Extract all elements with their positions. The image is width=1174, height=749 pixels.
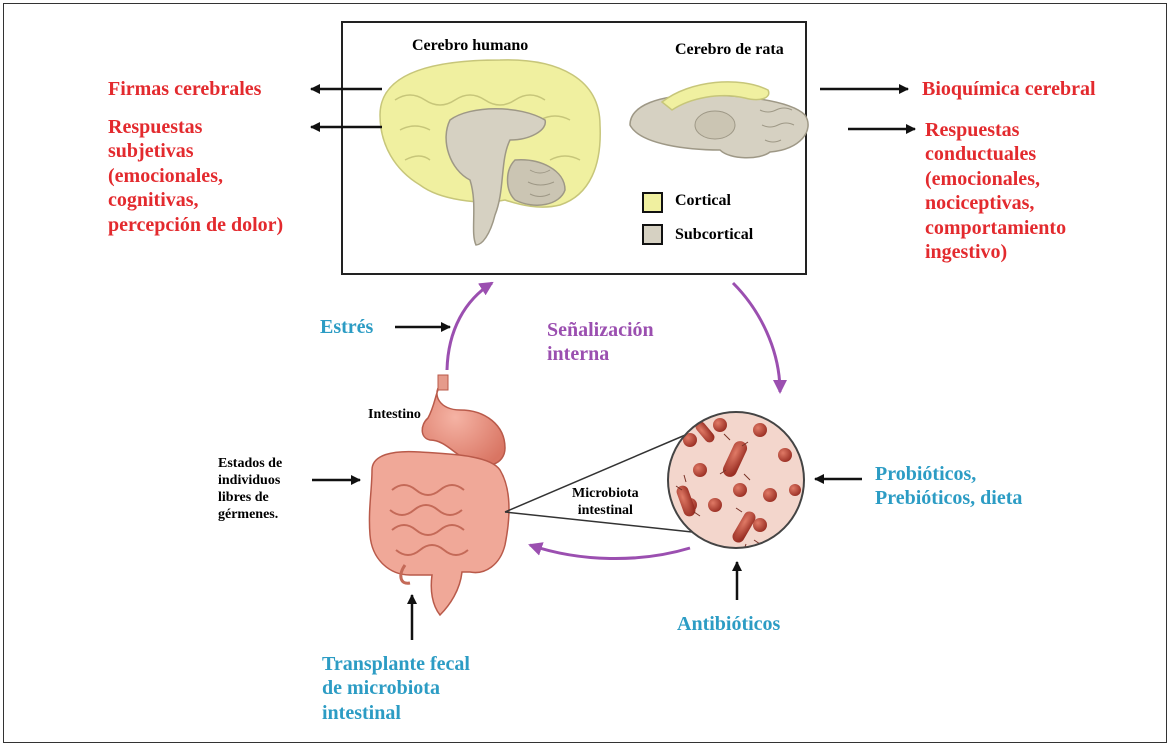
- human-brain-title: Cerebro humano: [412, 36, 528, 56]
- probioticos-line: Probióticos,: [875, 462, 1022, 486]
- microbiota-line: intestinal: [572, 502, 639, 519]
- respuestas-conductuales-line: nociceptivas,: [925, 191, 1066, 215]
- senalizacion-line: interna: [547, 342, 654, 366]
- transplante-line: Transplante fecal: [322, 652, 470, 676]
- estados-line: Estados de: [218, 455, 282, 472]
- intestino-label: Intestino: [368, 406, 421, 423]
- respuestas-subjetivas-line: cognitivas,: [108, 188, 283, 212]
- legend-cortical-label: Cortical: [675, 191, 731, 211]
- respuestas-subjetivas-line: subjetivas: [108, 139, 283, 163]
- respuestas-subjetivas-line: percepción de dolor): [108, 213, 283, 237]
- antibioticos-label: Antibióticos: [677, 612, 780, 636]
- transplante-line: de microbiota: [322, 676, 470, 700]
- estres-label: Estrés: [320, 315, 373, 339]
- respuestas-subjetivas-label: Respuestas subjetivas (emocionales, cogn…: [108, 115, 283, 237]
- legend-swatch-cortical: [643, 193, 662, 212]
- arrow-microbiota-to-gut: [530, 545, 690, 559]
- estados-line: gérmenes.: [218, 506, 282, 523]
- senalizacion-interna-label: Señalización interna: [547, 318, 654, 367]
- transplante-line: intestinal: [322, 701, 470, 725]
- respuestas-conductuales-line: Respuestas: [925, 118, 1066, 142]
- respuestas-conductuales-label: Respuestas conductuales (emocionales, no…: [925, 118, 1066, 264]
- respuestas-subjetivas-line: Respuestas: [108, 115, 283, 139]
- legend-swatch-subcortical: [643, 225, 662, 244]
- firmas-cerebrales-label: Firmas cerebrales: [108, 77, 261, 101]
- respuestas-conductuales-line: conductuales: [925, 142, 1066, 166]
- microbiota-intestinal-label: Microbiota intestinal: [572, 485, 639, 519]
- transplante-label: Transplante fecal de microbiota intestin…: [322, 652, 470, 725]
- microbiota-line: Microbiota: [572, 485, 639, 502]
- rat-brain-title: Cerebro de rata: [675, 40, 784, 60]
- arrow-gut-to-brain: [447, 283, 492, 370]
- respuestas-conductuales-line: comportamiento: [925, 216, 1066, 240]
- microbiota-zoom-circle: [668, 412, 804, 550]
- senalizacion-line: Señalización: [547, 318, 654, 342]
- estados-label: Estados de individuos libres de gérmenes…: [218, 455, 282, 523]
- arrow-brain-to-microbiota: [733, 283, 780, 392]
- bioquimica-cerebral-label: Bioquímica cerebral: [922, 77, 1096, 101]
- probioticos-line: Prebióticos, dieta: [875, 486, 1022, 510]
- estados-line: libres de: [218, 489, 282, 506]
- respuestas-subjetivas-line: (emocionales,: [108, 164, 283, 188]
- legend-subcortical-label: Subcortical: [675, 225, 753, 245]
- respuestas-conductuales-line: (emocionales,: [925, 167, 1066, 191]
- estados-line: individuos: [218, 472, 282, 489]
- probioticos-label: Probióticos, Prebióticos, dieta: [875, 462, 1022, 511]
- respuestas-conductuales-line: ingestivo): [925, 240, 1066, 264]
